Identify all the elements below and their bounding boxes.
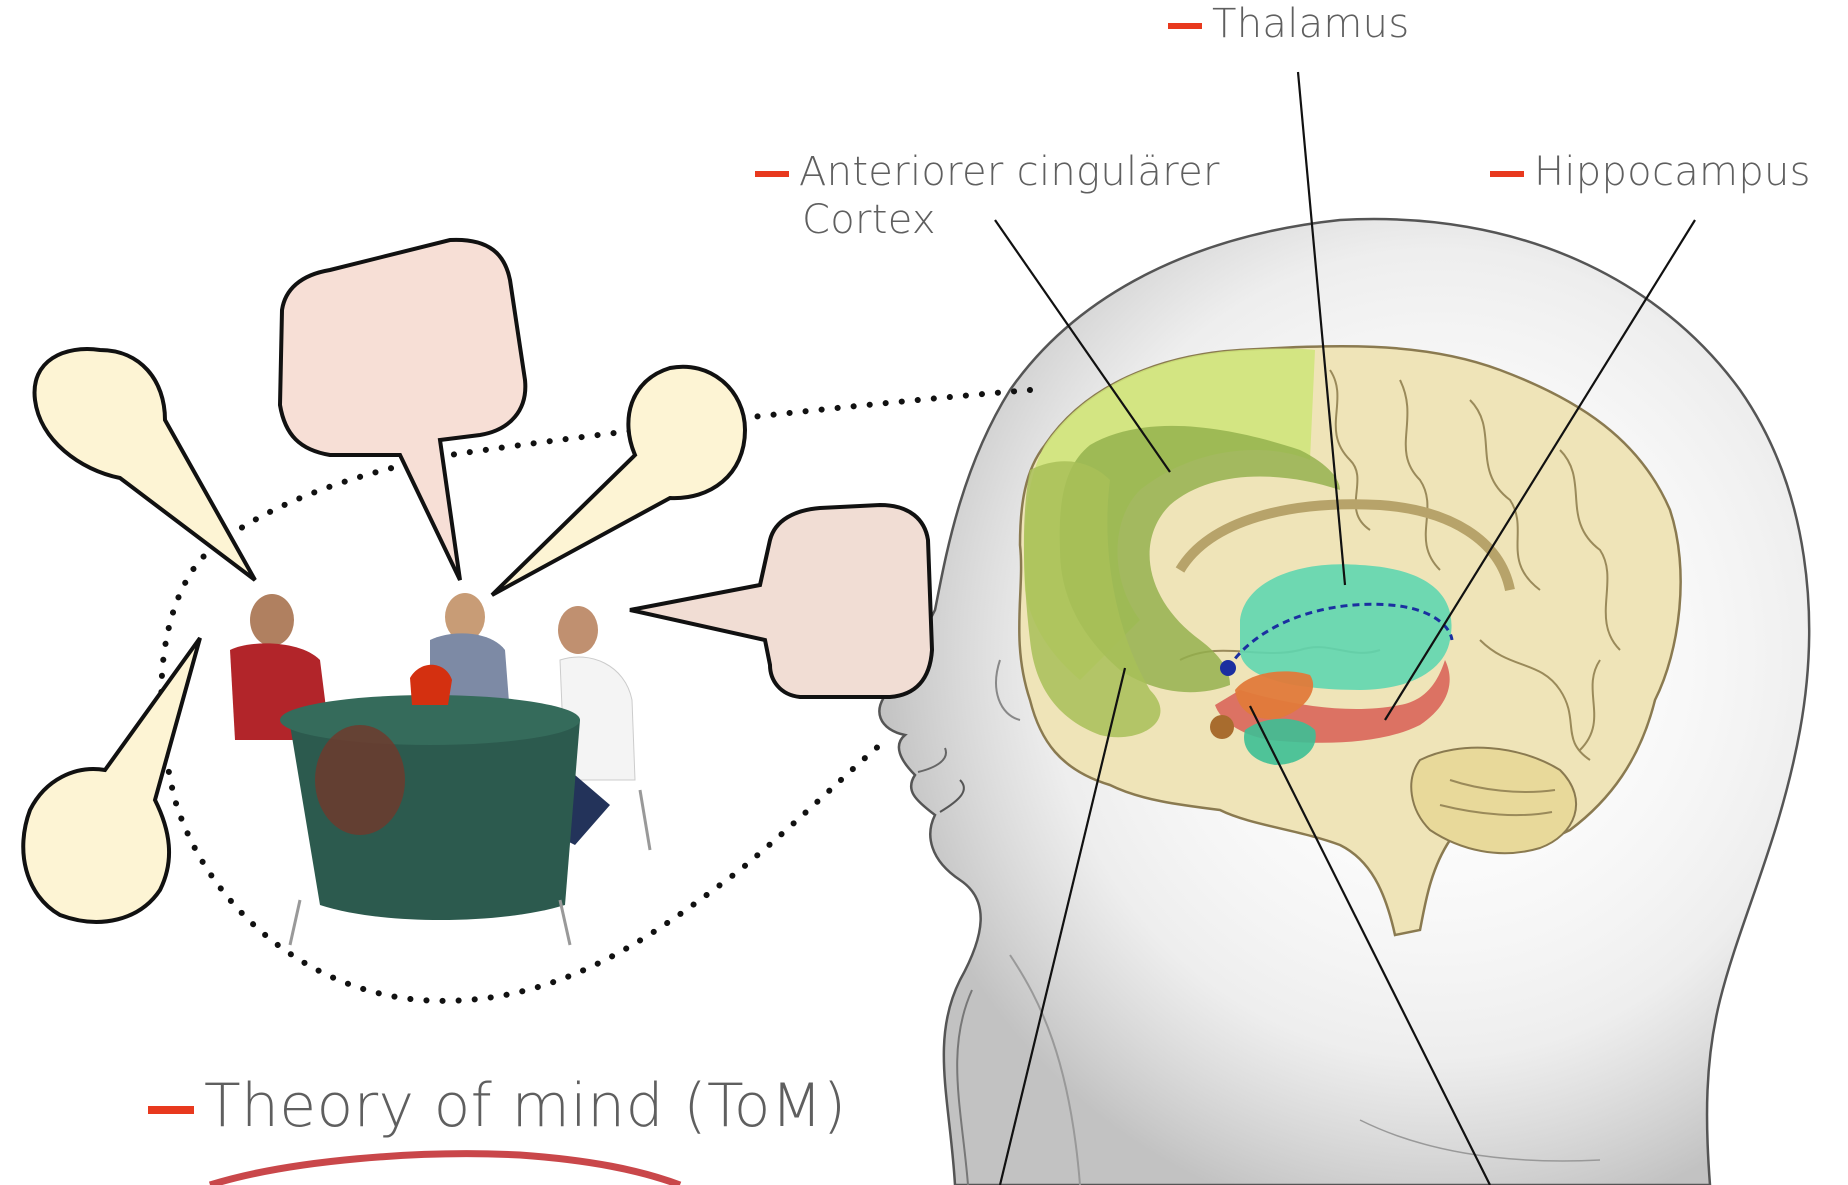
accent-dash-icon — [1490, 171, 1524, 177]
speech-bubble-pink-right — [630, 505, 932, 697]
speech-bubble-pink-top — [280, 240, 525, 580]
label-thalamus: Thalamus — [1168, 0, 1409, 48]
accent-dash-icon — [1168, 23, 1202, 29]
label-theory-of-mind: Theory of mind (ToM) — [148, 1070, 847, 1142]
dinner-table-people-photo — [230, 593, 650, 945]
speech-bubble-yellow-right — [492, 367, 745, 595]
label-anterior-cingulate-cortex: Anteriorer cingulärer Cortex — [755, 148, 1220, 244]
accent-dash-icon — [148, 1106, 194, 1114]
speech-bubble-yellow-left — [35, 349, 255, 580]
accent-dash-icon — [755, 171, 789, 177]
label-hippocampus: Hippocampus — [1490, 148, 1811, 196]
tom-ellipse-arc — [210, 1154, 680, 1185]
speech-bubble-yellow-bottom-left — [23, 638, 200, 922]
